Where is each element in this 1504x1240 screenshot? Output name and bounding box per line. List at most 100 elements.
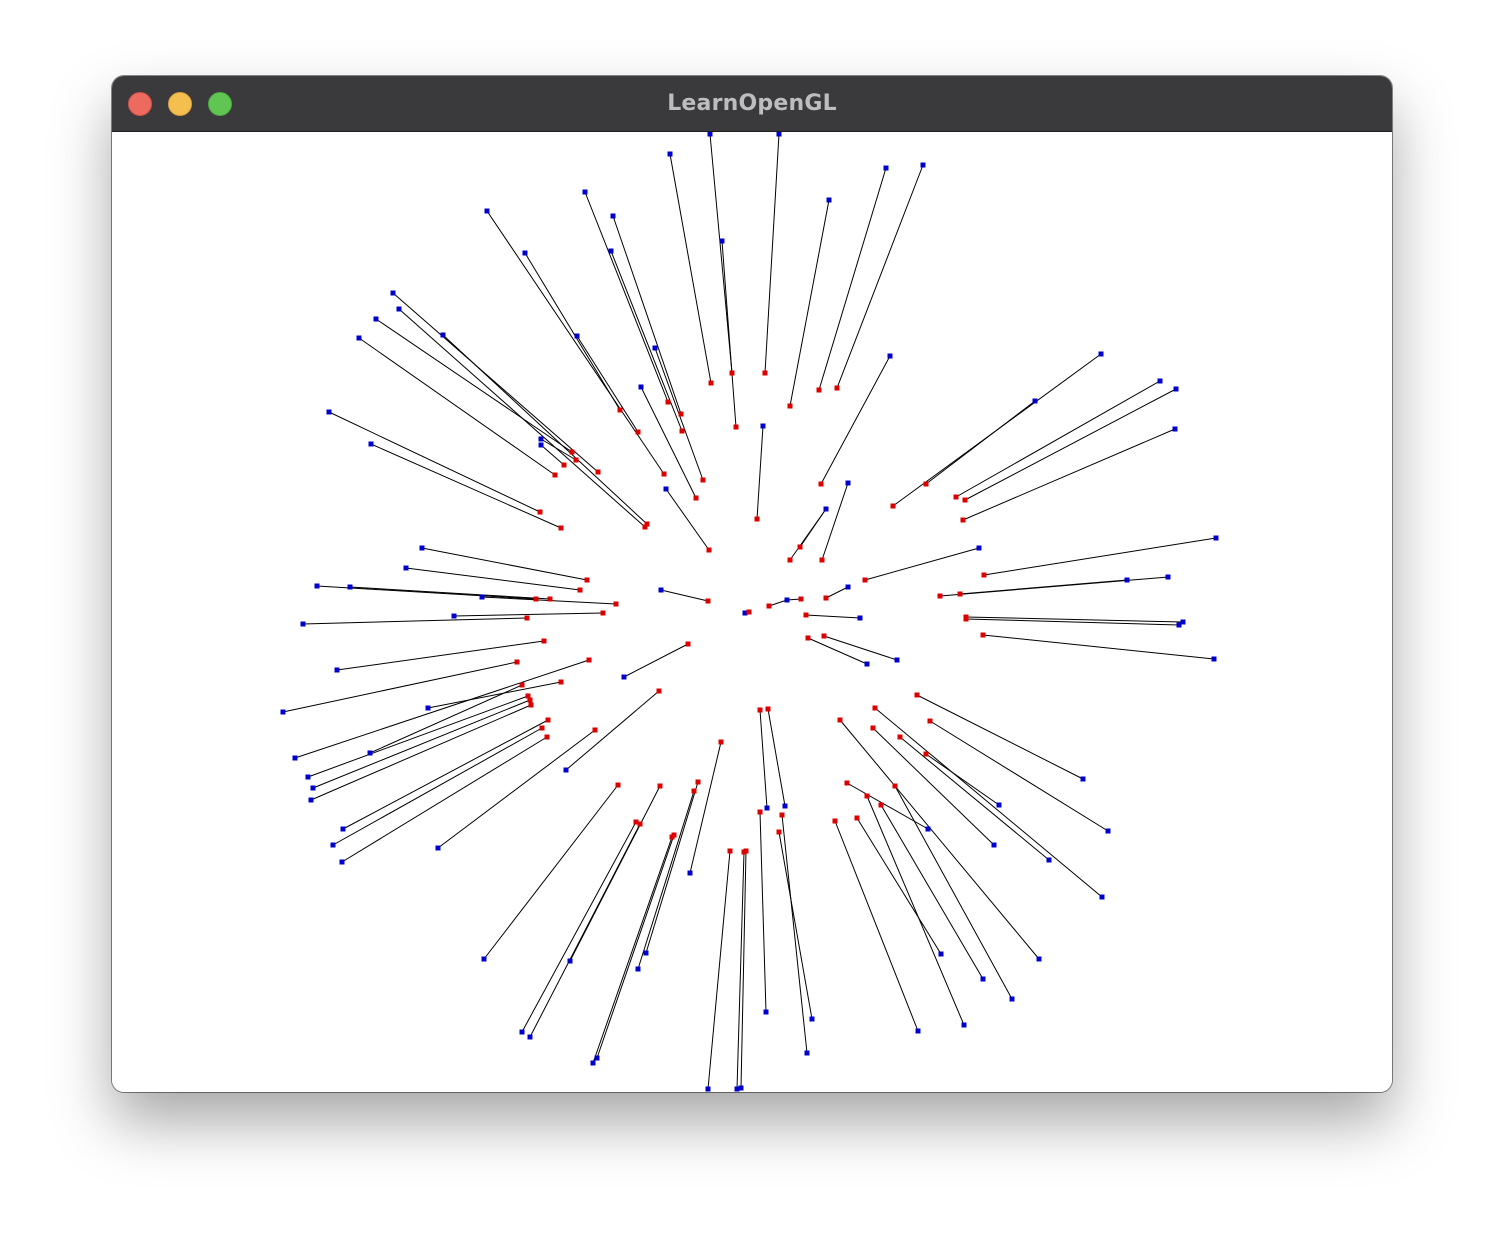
end-point-marker [310, 785, 316, 791]
end-point-marker [643, 950, 649, 956]
segment-line [899, 736, 1050, 861]
start-point-marker [661, 471, 667, 477]
segment-line [929, 720, 1109, 832]
start-point-marker [519, 682, 525, 688]
end-point-marker [594, 1055, 600, 1061]
start-point-marker [615, 782, 621, 788]
end-point-marker [705, 1086, 711, 1092]
segment-line [375, 318, 573, 453]
zoom-window-button[interactable] [208, 92, 232, 116]
segment-line [872, 727, 995, 846]
segment-line [846, 782, 929, 830]
end-point-marker [1098, 351, 1104, 357]
segment-line [637, 790, 695, 970]
title-bar[interactable]: LearnOpenGL [112, 76, 1392, 132]
segment-line [369, 684, 523, 754]
end-point-marker [938, 951, 944, 957]
start-point-marker [595, 469, 601, 475]
start-point-marker [766, 603, 772, 609]
opengl-viewport[interactable] [112, 132, 1392, 1092]
segment-line [982, 634, 1215, 660]
segment-line [925, 753, 1000, 806]
end-point-marker [538, 442, 544, 448]
minimize-window-button[interactable] [168, 92, 192, 116]
start-point-marker [547, 596, 553, 602]
segment-line [645, 781, 699, 954]
segment-line [612, 215, 682, 415]
end-point-marker [451, 613, 457, 619]
segment-line [540, 438, 577, 461]
start-point-marker [613, 601, 619, 607]
segment-line [778, 831, 813, 1020]
start-point-marker [642, 524, 648, 530]
segment-line [964, 388, 1177, 501]
start-point-marker [644, 521, 650, 527]
segment-line [825, 586, 849, 599]
end-point-marker [435, 845, 441, 851]
start-point-marker [708, 380, 714, 386]
start-point-marker [600, 610, 606, 616]
segment-line [916, 694, 1084, 780]
segment-line [576, 335, 639, 433]
start-point-marker [617, 407, 623, 413]
end-point-marker [764, 805, 770, 811]
end-point-marker [368, 441, 374, 447]
end-point-marker [1176, 622, 1182, 628]
end-point-marker [481, 956, 487, 962]
end-point-marker [638, 384, 644, 390]
end-point-marker [784, 597, 790, 603]
start-point-marker [558, 525, 564, 531]
segment-line [437, 729, 596, 849]
start-points [514, 370, 987, 855]
start-point-marker [678, 411, 684, 417]
segment-line [342, 719, 549, 830]
segment-line [892, 353, 1102, 507]
end-point-marker [522, 250, 528, 256]
end-point-marker [742, 610, 748, 616]
segment-line [665, 488, 710, 551]
segment-line [721, 240, 737, 428]
end-point-marker [330, 842, 336, 848]
segment-line [709, 133, 733, 374]
start-point-marker [727, 848, 733, 854]
end-point-marker [925, 826, 931, 832]
start-point-marker [953, 494, 959, 500]
end-point-marker [1157, 378, 1163, 384]
segment-line [856, 817, 942, 955]
segment-line [392, 292, 599, 473]
start-point-marker [637, 821, 643, 827]
start-point-marker [533, 596, 539, 602]
start-point-marker [757, 707, 763, 713]
end-point-marker [961, 1022, 967, 1028]
segment-line [349, 586, 551, 600]
segment-line [453, 612, 604, 617]
start-point-marker [693, 495, 699, 501]
segment-line [524, 252, 621, 411]
start-point-marker [854, 815, 860, 821]
segment-line [312, 699, 531, 789]
start-point-marker [635, 429, 641, 435]
segment-line [781, 814, 808, 1054]
start-point-marker [754, 516, 760, 522]
end-point-marker [356, 335, 362, 341]
end-point-marker [976, 545, 982, 551]
segment-line [836, 164, 924, 389]
end-point-marker [823, 506, 829, 512]
start-point-marker [544, 734, 550, 740]
end-point-marker [300, 621, 306, 627]
start-point-marker [656, 688, 662, 694]
start-point-marker [797, 544, 803, 550]
start-point-marker [837, 717, 843, 723]
segment-line [341, 736, 548, 863]
segment-line [316, 585, 537, 600]
close-window-button[interactable] [128, 92, 152, 116]
start-point-marker [746, 609, 752, 615]
end-point-marker [1173, 386, 1179, 392]
segment-line [965, 618, 1180, 626]
start-point-marker [657, 783, 663, 789]
end-point-marker [425, 705, 431, 711]
segment-line [610, 250, 683, 432]
segment-line [880, 804, 984, 980]
end-point-marker [567, 958, 573, 964]
start-point-marker [541, 638, 547, 644]
